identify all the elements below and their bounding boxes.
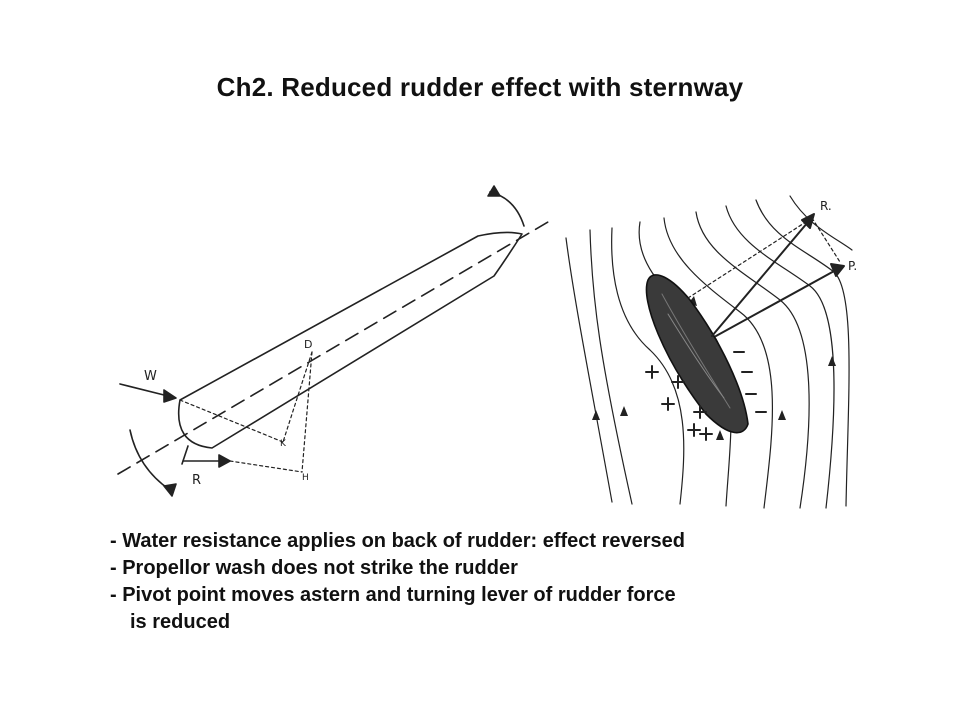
label-w: W (144, 369, 157, 384)
bullet-text: Pivot point moves astern and turning lev… (122, 584, 676, 606)
flow-direction-arrows (592, 296, 836, 440)
force-arrow-p (715, 263, 845, 337)
label-r-right: R. (820, 199, 832, 213)
ship-hull-right (645, 274, 749, 434)
bullet-item-2: - Propellor wash does not strike the rud… (110, 555, 930, 582)
rudder-force-arrow-r (182, 454, 231, 468)
bullet-marker: - (110, 530, 123, 552)
bow-turn-arrow (487, 185, 525, 227)
bullet-marker: - (110, 557, 123, 579)
bullet-item-3: - Pivot point moves astern and turning l… (110, 582, 930, 609)
bullet-text: Water resistance applies on back of rudd… (122, 530, 686, 552)
label-k: K (280, 439, 287, 449)
force-parallelogram (687, 217, 841, 299)
stern-turn-arrow (129, 429, 177, 497)
force-construction-lines (179, 351, 313, 473)
bullet-text: Propellor wash does not strike the rudde… (122, 557, 518, 579)
label-p-right: P. (848, 259, 857, 273)
pressure-minus-signs (733, 351, 767, 413)
centerline (117, 221, 549, 475)
label-h: H (302, 473, 309, 483)
bullet-item-1: - Water resistance applies on back of ru… (110, 528, 930, 555)
bullet-item-3-continuation: is reduced (130, 611, 231, 633)
label-r-left: R (192, 473, 201, 488)
ship-hull-left (178, 231, 523, 449)
wind-arrow-w (119, 383, 177, 403)
bullet-marker: - (110, 584, 123, 606)
pressure-plus-signs (645, 365, 713, 441)
bullet-list: - Water resistance applies on back of ru… (110, 528, 930, 636)
slide-title: Ch2. Reduced rudder effect with sternway (216, 72, 744, 102)
force-arrow-r (711, 213, 815, 337)
label-d: D (304, 338, 312, 351)
